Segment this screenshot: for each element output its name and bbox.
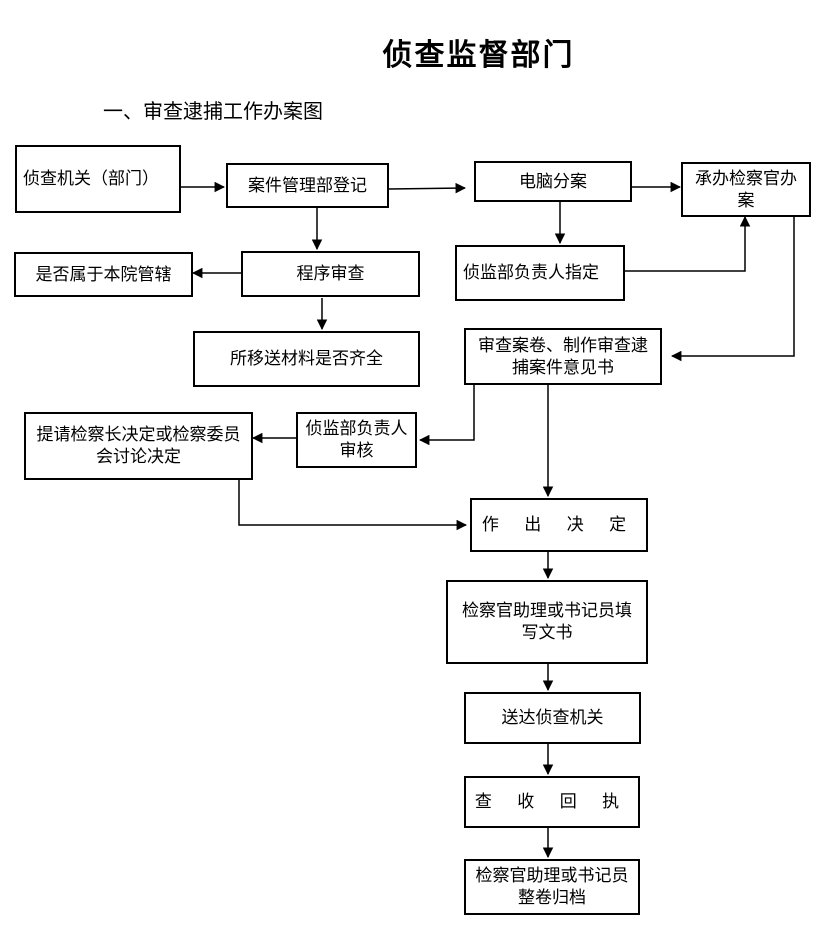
arrow-registration-to-computer [388,182,467,194]
arrow-prosecutor-to-review [670,217,795,362]
node-deliver-org: 送达侦查机关 [464,692,641,744]
node-submit-chief: 提请检察长决定或检察委员会讨论决定 [24,412,253,480]
node-assistant-write: 检察官助理或书记员填写文书 [446,580,648,664]
node-materials-complete: 所移送材料是否齐全 [193,331,420,387]
node-jurisdiction-check: 是否属于本院管辖 [14,252,193,297]
arrow-chief-to-decision [238,480,468,531]
arrow-supervisor-to-prosecutor [625,215,751,272]
node-supervisor-review: 侦监部负责人审核 [296,412,417,468]
node-archive: 检察官助理或书记员整卷归档 [464,859,640,915]
node-receipt-check: 查 收 回 执 [464,776,640,828]
page-title: 侦查监督部门 [382,38,575,73]
node-case-registration: 案件管理部登记 [226,163,389,208]
arrow-review-to-supervisor [418,385,475,446]
node-computer-assignment: 电脑分案 [474,161,632,202]
node-prosecutor-handling: 承办检察官办案 [681,162,811,217]
node-make-decision: 作 出 决 定 [470,498,648,552]
node-review-files: 审查案卷、制作审查逮捕案件意见书 [464,328,662,385]
node-procedure-review: 程序审查 [241,251,420,297]
node-supervisor-designate: 侦监部负责人指定 [455,245,625,301]
node-investigation-org: 侦查机关（部门） [15,145,181,213]
section-subtitle: 一、审查逮捕工作办案图 [103,99,323,123]
